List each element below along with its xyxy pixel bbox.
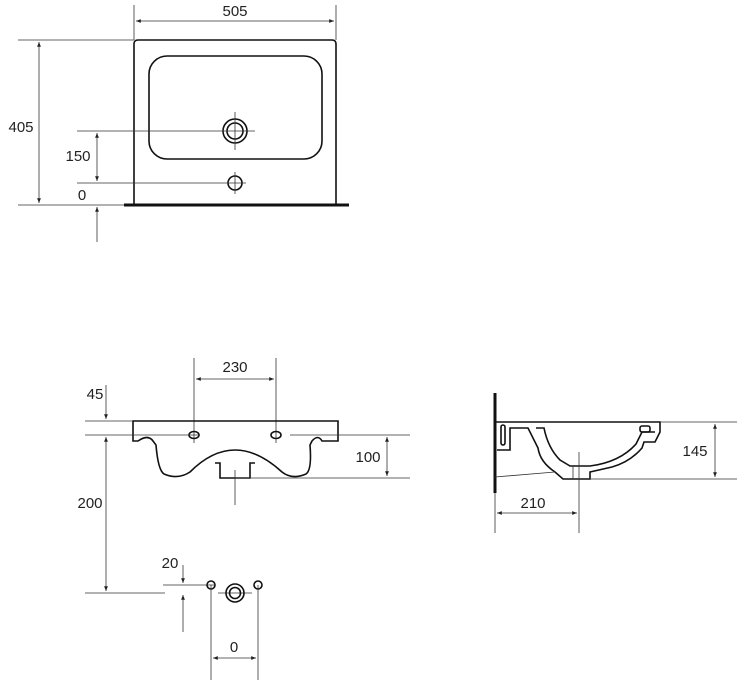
- side-view: 145 210: [493, 393, 737, 533]
- basin-front-outline: [132, 420, 339, 478]
- mount-hole-icon: [270, 430, 282, 440]
- origin-label: 0: [78, 187, 86, 204]
- top-view: 505 405 150 0: [8, 3, 349, 242]
- bowl-depth-label: 100: [355, 449, 380, 466]
- drain-to-outlet-label: 200: [77, 495, 102, 512]
- front-view: 230 45 100 200 20 0: [77, 358, 410, 680]
- basin-side-section: [495, 421, 661, 480]
- outlet-offset-label: 20: [162, 555, 179, 572]
- width-label: 505: [222, 3, 247, 20]
- drain-height-label: 150: [65, 148, 90, 165]
- tap-spacing-label: 230: [222, 359, 247, 376]
- depth-label: 405: [8, 119, 33, 136]
- bowl-outline: [148, 55, 323, 160]
- outlet-center-label: 0: [230, 639, 238, 656]
- rim-offset-label: 45: [87, 386, 104, 403]
- drain-from-wall-label: 210: [520, 495, 545, 512]
- basin-outline: [133, 39, 337, 205]
- outlet-icon: [225, 583, 245, 603]
- height-label: 145: [682, 443, 707, 460]
